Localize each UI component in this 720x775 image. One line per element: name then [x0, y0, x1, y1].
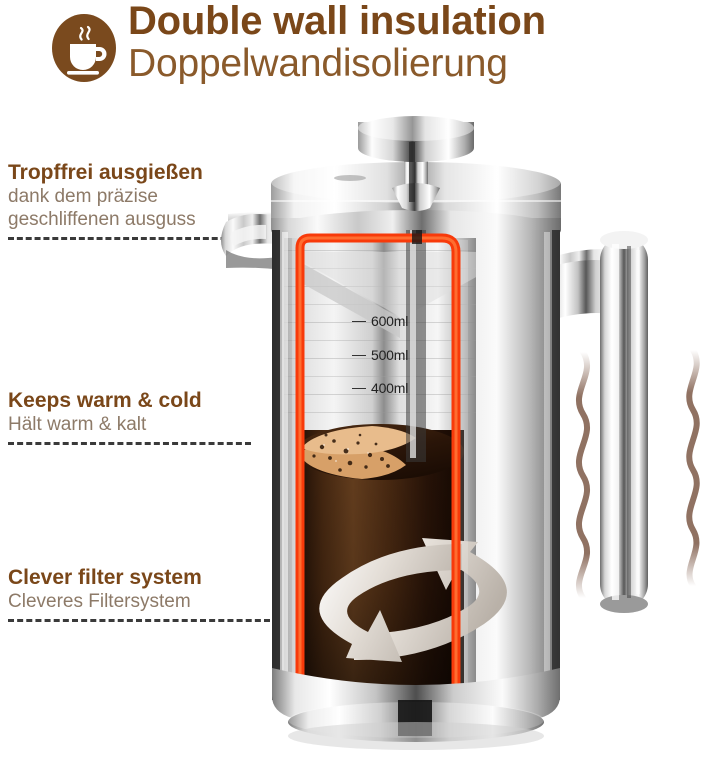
feature-title: Clever filter system: [8, 566, 202, 589]
feature-callout-filter-system: Clever filter system Cleveres Filtersyst…: [8, 565, 270, 622]
volume-tick: [352, 387, 366, 389]
connector-dashed-line: [8, 619, 270, 622]
volume-tick: [352, 320, 366, 322]
circulation-arrows: [319, 538, 507, 662]
header-text-block: Double wall insulation Doppelwandisolier…: [128, 0, 720, 86]
feature-title: Keeps warm & cold: [8, 389, 202, 412]
crema-foam: [300, 426, 416, 479]
connector-dashed-line: [8, 237, 262, 240]
volume-mark: 400ml: [352, 380, 408, 396]
plunger-knob: [358, 115, 474, 211]
feature-title: Tropffrei ausgießen: [8, 161, 203, 184]
carafe-body: [272, 230, 560, 713]
feature-callout-drip-free: Tropffrei ausgießen dank dem präzise ges…: [8, 160, 262, 240]
header-banner: Double wall insulation Doppelwandisolier…: [0, 0, 720, 105]
volume-label: 400ml: [371, 380, 409, 396]
feature-subtitle-line1: Cleveres Filtersystem: [8, 591, 191, 612]
volume-label: 600ml: [371, 313, 409, 329]
volume-tick: [352, 354, 366, 356]
header-title-de: Doppelwandisolierung: [128, 42, 508, 85]
carafe-base: [272, 668, 560, 750]
connector-dashed-line: [8, 442, 251, 445]
feature-subtitle-line1: dank dem präzise: [8, 186, 158, 207]
feature-callout-keeps-warm: Keeps warm & cold Hält warm & kalt: [8, 388, 251, 445]
volume-mark: 500ml: [352, 347, 408, 363]
volume-label: 500ml: [371, 347, 409, 363]
carafe-handle: [546, 231, 648, 613]
volume-mark: 600ml: [352, 313, 408, 329]
header-title-en: Double wall insulation: [128, 0, 546, 43]
coffee-cup-icon: [52, 14, 116, 82]
feature-subtitle-line2: geschliffenen ausguss: [8, 209, 196, 230]
feature-subtitle-line1: Hält warm & kalt: [8, 414, 147, 435]
